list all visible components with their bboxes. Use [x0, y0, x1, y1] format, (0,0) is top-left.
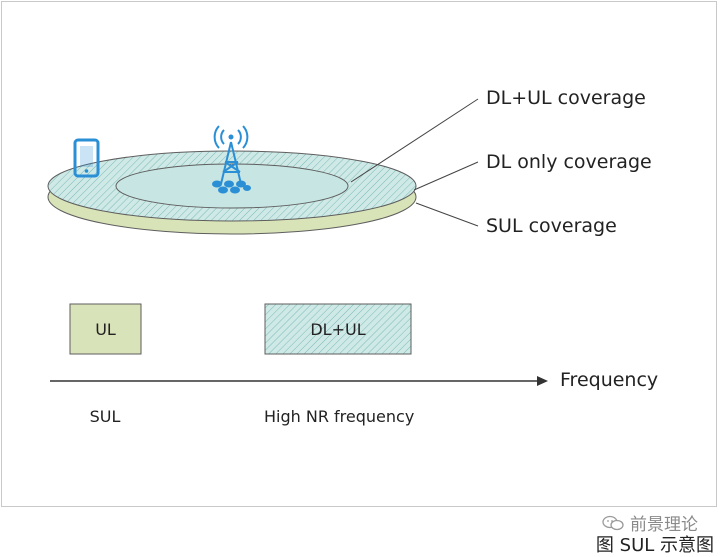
diagram-frame [1, 1, 717, 507]
dl-only-leader-line [413, 161, 479, 191]
watermark-text: 前景理论 [630, 515, 698, 535]
wechat-icon [602, 515, 624, 530]
frequency-axis-arrow-icon [537, 376, 548, 386]
ul-band-box [69, 303, 142, 355]
figure-caption: 图 SUL 示意图 [595, 535, 714, 556]
dl-ul-band-box [264, 303, 412, 355]
high-nr-frequency-label: High NR frequency [264, 407, 414, 426]
sul-diagram: DL+UL coverage DL only coverage SUL cove… [47, 87, 658, 426]
sul-leader-line [415, 202, 479, 227]
frequency-axis-label: Frequency [560, 369, 658, 391]
dl-ul-leader-line [350, 98, 479, 183]
cell-tower-icon [212, 125, 251, 194]
phone-icon [73, 138, 100, 178]
dl-ul-band-label: DL+UL [310, 320, 365, 339]
dl-ul-coverage-label: DL+UL coverage [486, 87, 646, 109]
sul-band-label: SUL [90, 407, 121, 426]
sul-coverage-label: SUL coverage [486, 215, 617, 237]
ul-band-label: UL [95, 320, 116, 339]
watermark: 前景理论 [602, 510, 698, 535]
dl-only-coverage-label: DL only coverage [486, 151, 652, 173]
